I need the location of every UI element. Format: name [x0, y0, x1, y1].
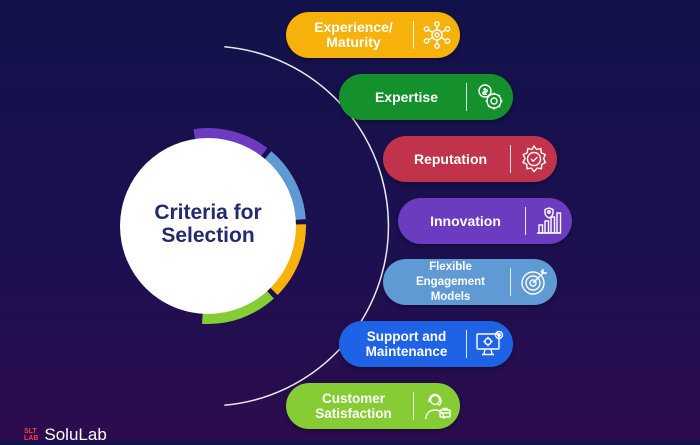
brand-name: SoluLab	[44, 425, 107, 444]
criteria-label: Experience/ Maturity	[314, 19, 393, 50]
pill-divider	[510, 145, 511, 173]
center-circle	[120, 138, 296, 314]
criteria-pill: Reputation	[383, 136, 557, 182]
criteria-label: Customer Satisfaction	[315, 391, 392, 421]
growth-bars-icon	[526, 198, 572, 244]
pill-divider	[525, 207, 526, 235]
monitor-gear-icon	[467, 321, 513, 367]
criteria-label: Reputation	[413, 150, 488, 167]
criteria-pill: Innovation	[398, 198, 572, 244]
target-icon	[511, 259, 557, 305]
pill-divider	[466, 83, 467, 111]
criteria-label: Innovation	[430, 212, 501, 229]
center-title: Criteria for Selection	[154, 201, 262, 247]
gear-chart-icon	[467, 74, 513, 120]
criteria-pill: Support and Maintenance	[339, 321, 513, 367]
pill-divider	[413, 21, 414, 49]
brand-logo: SLT LAB SoluLab	[24, 425, 107, 444]
support-agent-icon	[414, 383, 460, 429]
connector-arc	[224, 45, 390, 407]
criteria-label: Support and Maintenance	[365, 329, 448, 359]
network-gear-icon	[414, 12, 460, 58]
criteria-label: Flexible Engagement Models	[415, 260, 485, 303]
criteria-pill: Experience/ Maturity	[286, 12, 460, 58]
criteria-pill: Expertise	[339, 74, 513, 120]
badge-gear-icon	[511, 136, 557, 182]
criteria-pill: Customer Satisfaction	[286, 383, 460, 429]
pill-divider	[510, 268, 511, 296]
criteria-label: Expertise	[374, 88, 439, 105]
pill-divider	[413, 392, 414, 420]
criteria-pill: Flexible Engagement Models	[383, 259, 557, 305]
pill-divider	[466, 330, 467, 358]
brand-mark: SLT LAB	[24, 428, 39, 442]
